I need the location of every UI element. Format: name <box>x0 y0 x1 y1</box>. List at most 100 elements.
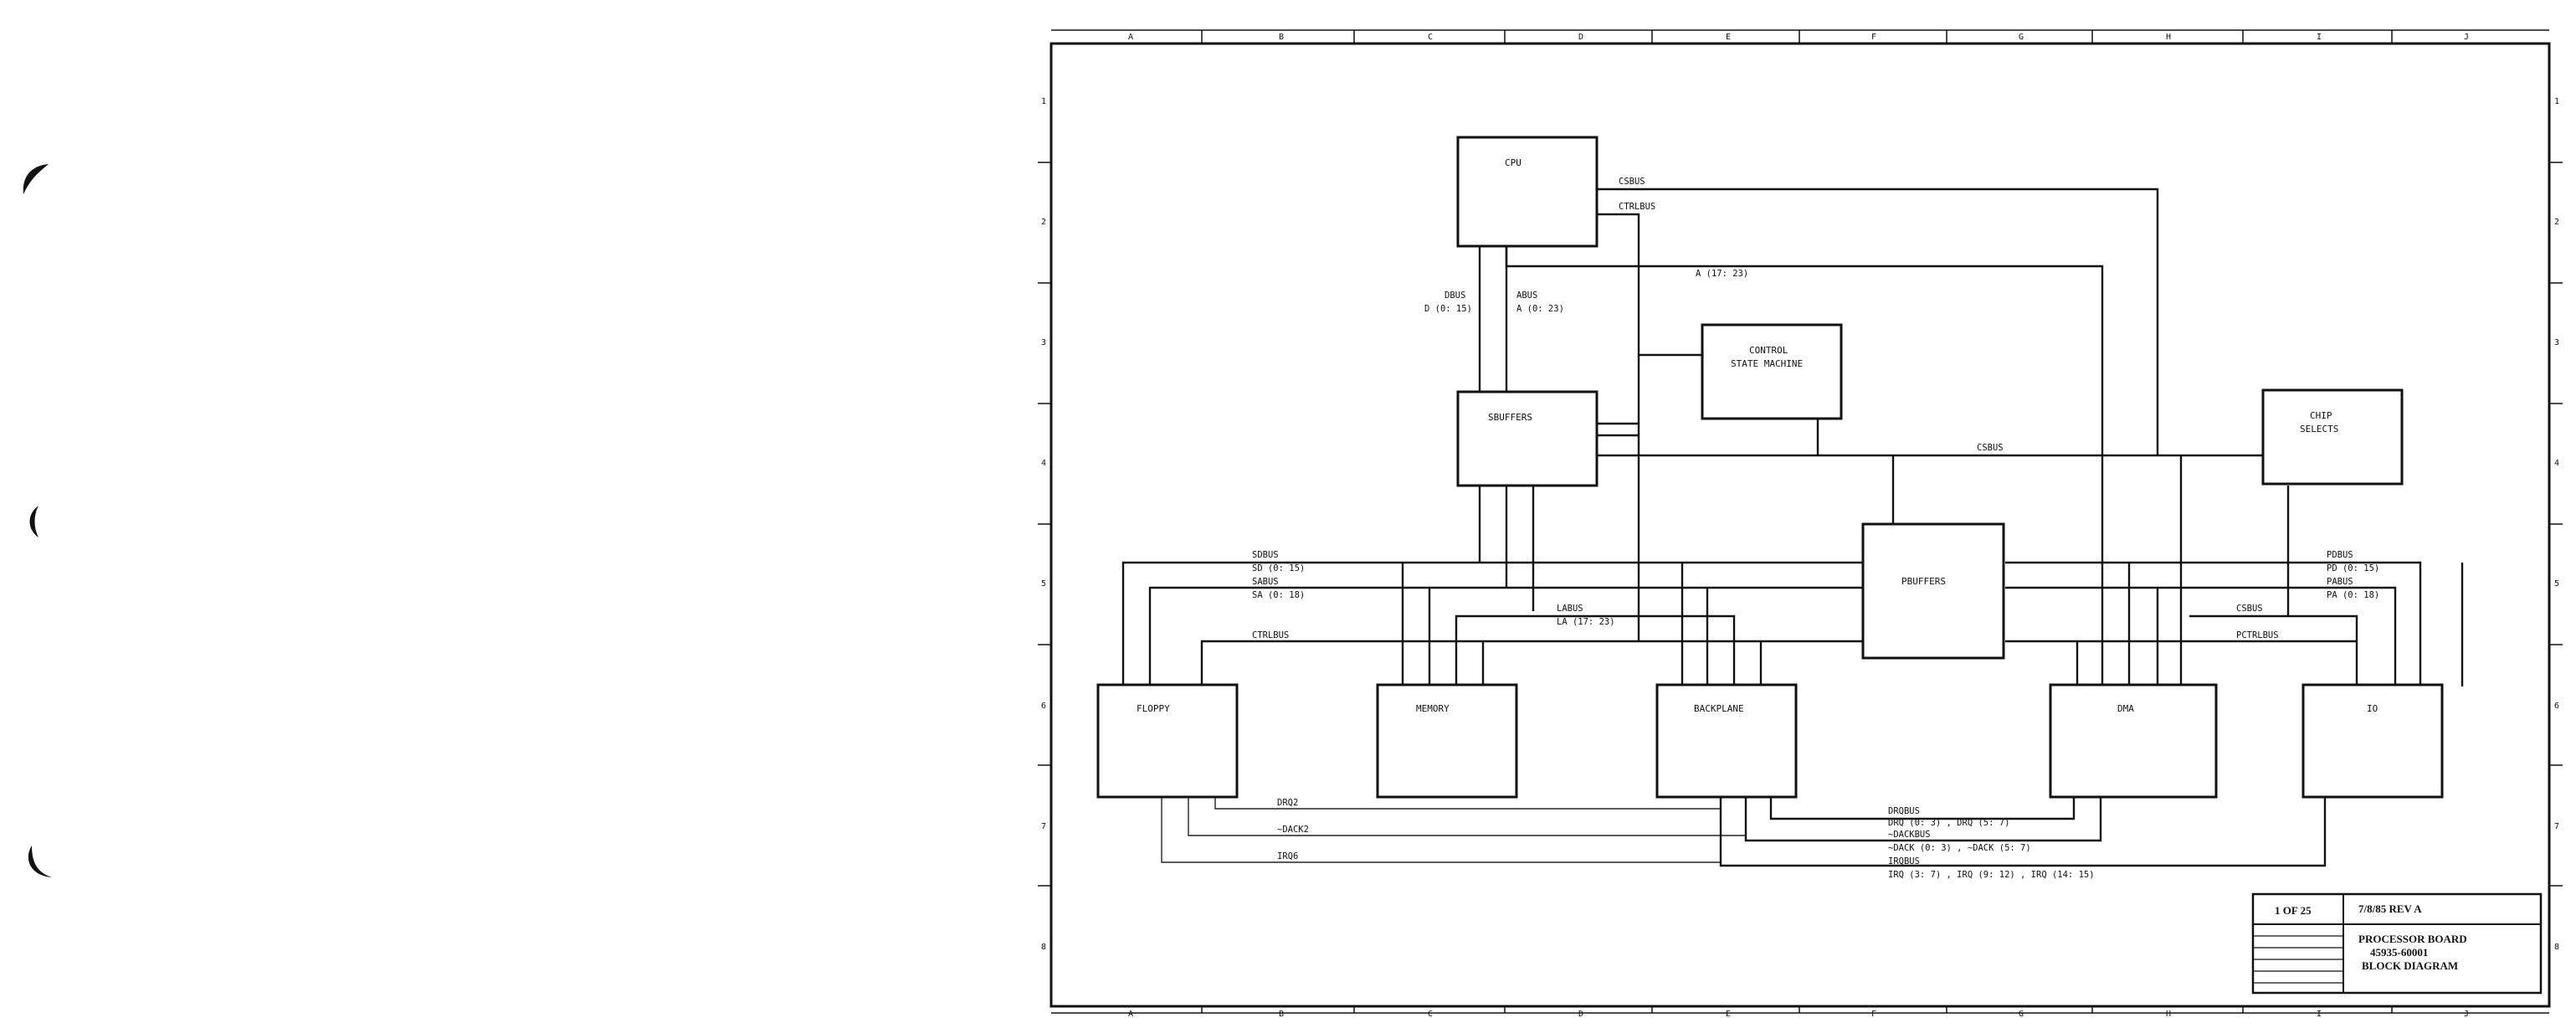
zone-row-1-left: 1 <box>1041 97 1046 106</box>
label-dbus-range: D (0: 15) <box>1424 304 1472 314</box>
title-block-date-rev: 7/8/85 REV A <box>2358 902 2422 915</box>
wire-irqbus <box>1719 795 2327 867</box>
wire-csbus-top <box>1595 188 2159 455</box>
label-sa-range: SA (0: 18) <box>1252 590 1305 600</box>
block-io: IO <box>2301 683 2444 799</box>
label-pctrlbus: PCTRLBUS <box>2236 630 2279 640</box>
label-ctrlbus-left: CTRLBUS <box>1252 630 1289 640</box>
label-la-range: LA (17: 23) <box>1557 617 1615 627</box>
zone-col-b-top: B <box>1279 33 1284 42</box>
zone-col-h-bottom: H <box>2166 1010 2171 1018</box>
label-csbus-mid: CSBUS <box>1977 443 2004 453</box>
block-dma-label: DMA <box>2117 703 2134 714</box>
zone-row-4-right: 4 <box>2554 459 2559 468</box>
title-block-line2: 45935-60001 <box>2370 946 2428 959</box>
signal-labels: CSBUS CTRLBUS A (17: 23) DBUS D (0: 15) … <box>1252 177 2379 880</box>
block-chip-selects-label-1: CHIP <box>2310 410 2332 421</box>
zone-row-3-right: 3 <box>2554 338 2559 347</box>
column-zone-ticks <box>1201 30 2393 1013</box>
zone-col-d-bottom: D <box>1578 1010 1583 1018</box>
zone-col-e-bottom: E <box>1726 1010 1731 1018</box>
block-cpu: CPU <box>1456 136 1598 248</box>
wire-ctrlbus-top <box>1595 213 1640 641</box>
label-pabus: PABUS <box>2327 577 2353 587</box>
label-csbus-top: CSBUS <box>1619 177 1645 187</box>
title-block-sheet: 1 OF 25 <box>2275 904 2312 917</box>
zone-col-j-bottom: J <box>2464 1010 2469 1018</box>
wire-drqbus <box>1769 795 2076 820</box>
label-drq-range: DRQ (0: 3) , DRQ (5: 7) <box>1888 818 2009 828</box>
drawing-border <box>1049 42 2551 1008</box>
label-csbus-right: CSBUS <box>2236 604 2263 614</box>
zone-col-i-bottom: I <box>2317 1010 2322 1018</box>
title-block: 1 OF 25 7/8/85 REV A PROCESSOR BOARD 459… <box>2251 892 2543 995</box>
wire-dackbus <box>1744 795 2102 842</box>
block-memory: MEMORY <box>1376 683 1518 799</box>
zone-row-2-left: 2 <box>1041 218 1046 227</box>
zone-col-b-bottom: B <box>1279 1010 1284 1018</box>
label-irq-range: IRQ (3: 7) , IRQ (9: 12) , IRQ (14: 15) <box>1888 870 2095 880</box>
label-pd-range: PD (0: 15) <box>2327 563 2379 573</box>
label-pa-range: PA (0: 18) <box>2327 590 2379 600</box>
title-block-line3: BLOCK DIAGRAM <box>2362 959 2458 972</box>
zone-row-6-right: 6 <box>2554 702 2559 711</box>
label-pdbus: PDBUS <box>2327 550 2353 560</box>
label-ctrlbus-top: CTRLBUS <box>1619 202 1655 212</box>
zone-col-h-top: H <box>2166 33 2171 42</box>
block-sbuffers-label: SBUFFERS <box>1488 412 1532 423</box>
left-crescent-mark-top <box>23 164 49 194</box>
block-control-state-machine: CONTROL STATE MACHINE <box>1701 323 1843 420</box>
zone-col-d-top: D <box>1578 33 1583 42</box>
bus-wires <box>1121 188 2464 867</box>
block-backplane: BACKPLANE <box>1655 683 1798 799</box>
left-crescent-mark-bottom <box>28 846 52 877</box>
title-block-line1: PROCESSOR BOARD <box>2358 933 2467 945</box>
zone-col-e-top: E <box>1726 33 1731 42</box>
label-dack-range: ~DACK (0: 3) , ~DACK (5: 7) <box>1888 843 2031 853</box>
zone-col-g-top: G <box>2019 33 2024 42</box>
block-floppy-label: FLOPPY <box>1137 703 1170 714</box>
label-sabus: SABUS <box>1252 577 1279 587</box>
zone-labels: A B C D E F G H I J A B C D E F G H I J … <box>1041 33 2559 1018</box>
wire-sabus <box>1148 586 1863 686</box>
label-labus: LABUS <box>1557 604 1583 614</box>
zone-row-1-right: 1 <box>2554 97 2559 106</box>
block-pbuffers-label: PBUFFERS <box>1901 576 1946 587</box>
zone-col-j-top: J <box>2464 33 2469 42</box>
block-control-label-1: CONTROL <box>1749 345 1788 356</box>
zone-row-5-left: 5 <box>1041 579 1046 589</box>
zone-col-f-top: F <box>1871 33 1876 42</box>
wire-sdbus <box>1121 561 1863 686</box>
label-irqbus: IRQBUS <box>1888 856 1920 866</box>
left-crescent-mark-middle <box>29 506 38 537</box>
zone-row-8-right: 8 <box>2554 943 2559 952</box>
block-cpu-label: CPU <box>1505 157 1521 168</box>
block-pbuffers: PBUFFERS <box>1861 522 2005 660</box>
wire-csbus-right <box>2189 614 2358 641</box>
block-chip-selects-label-2: SELECTS <box>2300 424 2338 434</box>
zone-row-8-left: 8 <box>1041 943 1046 952</box>
block-sbuffers: SBUFFERS <box>1456 390 1598 487</box>
zone-row-7-right: 7 <box>2554 822 2559 831</box>
wire-drq2 <box>1214 795 1721 810</box>
block-backplane-label: BACKPLANE <box>1694 703 1744 714</box>
zone-row-5-right: 5 <box>2554 579 2559 589</box>
block-io-label: IO <box>2367 703 2378 714</box>
row-zone-ticks <box>1038 162 2563 887</box>
wire-irq6 <box>1161 795 1721 863</box>
label-a-17-23: A (17: 23) <box>1696 269 1748 279</box>
block-floppy: FLOPPY <box>1096 683 1239 799</box>
label-irq6: IRQ6 <box>1277 851 1298 861</box>
zone-col-a-top: A <box>1128 33 1133 42</box>
label-abus-range: A (0: 23) <box>1516 304 1564 314</box>
label-drq2: DRQ2 <box>1277 798 1298 808</box>
zone-row-6-left: 6 <box>1041 702 1046 711</box>
label-sd-range: SD (0: 15) <box>1252 563 1305 573</box>
zone-row-7-left: 7 <box>1041 822 1046 831</box>
wire-pabus <box>2005 586 2397 686</box>
wire-ctrlbus-left <box>1200 640 1863 686</box>
wire-pdbus <box>2005 561 2422 686</box>
label-dbus: DBUS <box>1445 290 1465 301</box>
